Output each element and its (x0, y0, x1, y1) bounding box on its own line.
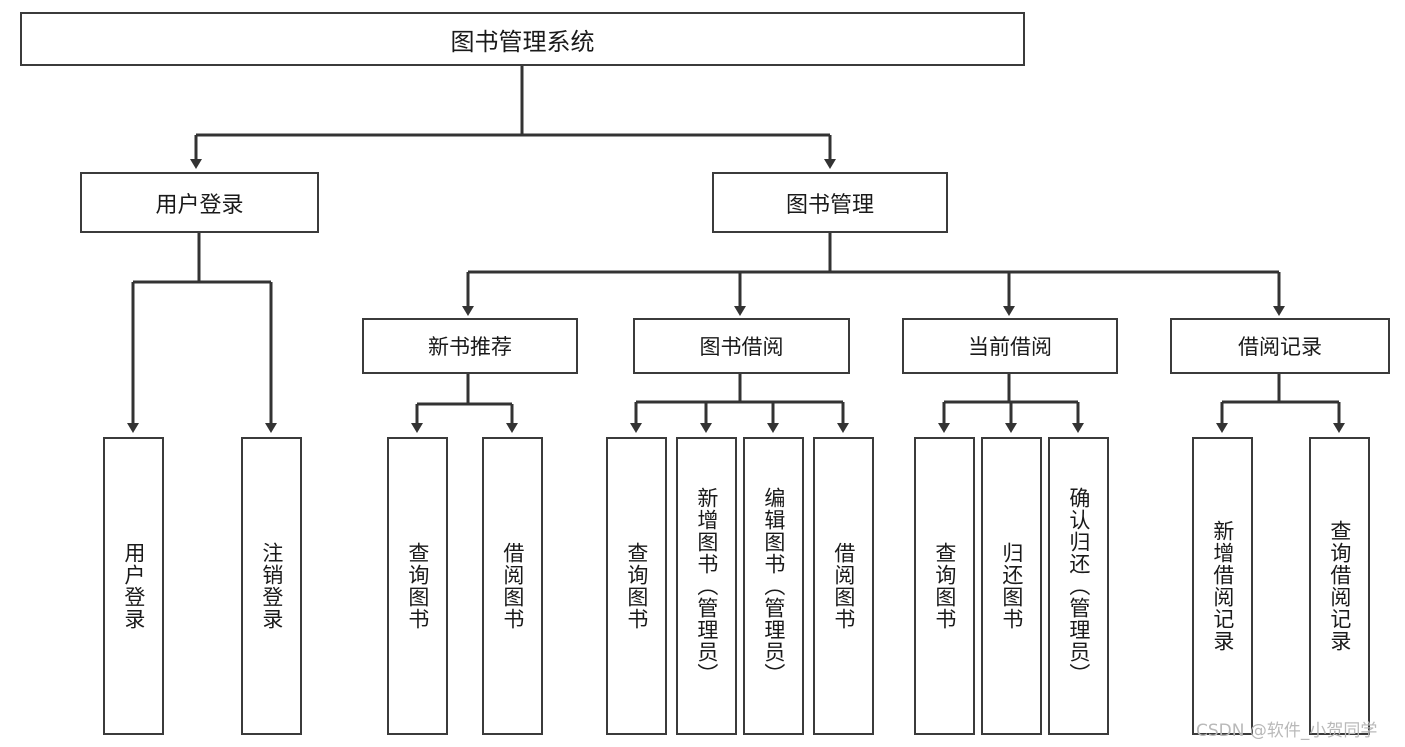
node-label: 归还图书 (999, 542, 1024, 630)
node-label: 图书管理系统 (450, 27, 595, 56)
leaf-query-borrow-record[interactable]: 查询借阅记录 (1309, 437, 1370, 735)
node-book-borrow[interactable]: 图书借阅 (633, 318, 850, 374)
leaf-add-book-admin[interactable]: 新增图书（管理员） (676, 437, 737, 735)
leaf-borrow-book-borrow[interactable]: 借阅图书 (813, 437, 874, 735)
node-label: 查询图书 (932, 542, 957, 630)
node-label: 当前借阅 (968, 335, 1052, 359)
leaf-query-book-borrow[interactable]: 查询图书 (606, 437, 667, 735)
node-label: 图书借阅 (699, 335, 784, 359)
leaf-user-login[interactable]: 用户登录 (103, 437, 164, 735)
node-label: 新增借阅记录 (1210, 520, 1235, 652)
node-label: 新增图书（管理员） (694, 487, 719, 685)
leaf-edit-book-admin[interactable]: 编辑图书（管理员） (743, 437, 804, 735)
node-label: 用户登录 (155, 192, 244, 218)
node-label: 查询图书 (624, 542, 649, 630)
leaf-borrow-book-recommend[interactable]: 借阅图书 (482, 437, 543, 735)
node-new-book-recommend[interactable]: 新书推荐 (362, 318, 578, 374)
node-label: 确认归还（管理员） (1066, 487, 1091, 685)
node-label: 用户登录 (121, 542, 146, 630)
leaf-confirm-return-admin[interactable]: 确认归还（管理员） (1048, 437, 1109, 735)
node-label: 借阅记录 (1238, 335, 1322, 359)
node-root-system[interactable]: 图书管理系统 (20, 12, 1025, 66)
node-book-management[interactable]: 图书管理 (712, 172, 948, 233)
node-label: 新书推荐 (428, 335, 512, 359)
leaf-query-book-recommend[interactable]: 查询图书 (387, 437, 448, 735)
node-label: 借阅图书 (500, 542, 525, 630)
node-label: 编辑图书（管理员） (761, 487, 786, 685)
node-label: 查询图书 (405, 542, 430, 630)
node-borrow-record[interactable]: 借阅记录 (1170, 318, 1390, 374)
node-label: 图书管理 (785, 192, 874, 218)
csdn-watermark: CSDN @软件_小贺同学 (1196, 721, 1378, 741)
node-label: 查询借阅记录 (1327, 520, 1352, 652)
leaf-query-book-current[interactable]: 查询图书 (914, 437, 975, 735)
leaf-add-borrow-record[interactable]: 新增借阅记录 (1192, 437, 1253, 735)
node-user-login[interactable]: 用户登录 (80, 172, 319, 233)
node-label: 注销登录 (259, 542, 284, 630)
node-current-borrow[interactable]: 当前借阅 (902, 318, 1118, 374)
node-label: 借阅图书 (831, 542, 856, 630)
leaf-user-logout[interactable]: 注销登录 (241, 437, 302, 735)
leaf-return-book[interactable]: 归还图书 (981, 437, 1042, 735)
